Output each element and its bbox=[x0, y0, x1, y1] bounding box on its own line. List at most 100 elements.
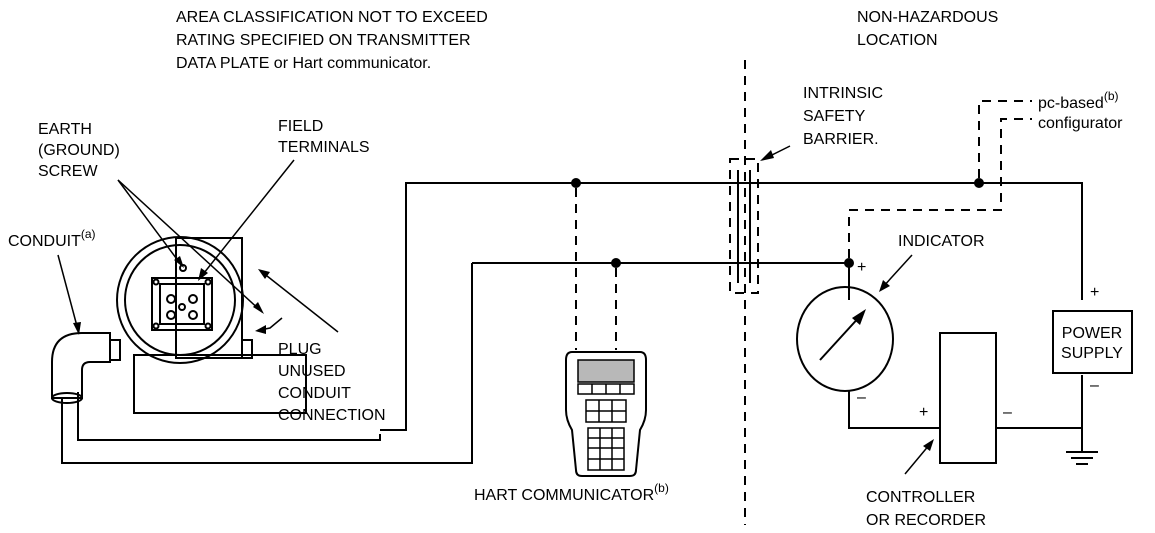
svg-text:HART COMMUNICATOR(b): HART COMMUNICATOR(b) bbox=[474, 481, 669, 504]
junction-dot bbox=[844, 258, 854, 268]
power-supply: POWER SUPPLY + – bbox=[1052, 284, 1133, 394]
terminal-plate bbox=[151, 277, 213, 331]
field-terminal-block bbox=[151, 264, 213, 331]
controller-arrow bbox=[904, 443, 931, 475]
plug-line-4: CONNECTION bbox=[278, 407, 386, 424]
indicator-controller-wire bbox=[848, 390, 940, 429]
plug-line-1: PLUG bbox=[278, 341, 322, 358]
indicator-plus: + bbox=[857, 259, 866, 276]
configurator-text: configurator bbox=[1038, 115, 1123, 132]
area-note-line-2: RATING SPECIFIED ON TRANSMITTER bbox=[176, 32, 471, 49]
plug-arrow-2 bbox=[261, 271, 339, 333]
junction-dot bbox=[571, 178, 581, 188]
transmitter-body bbox=[133, 354, 307, 414]
field-terminals-line-1: FIELD bbox=[278, 118, 323, 135]
non-hazardous-label: NON-HAZARDOUS LOCATION bbox=[857, 9, 998, 49]
hart-text: HART COMMUNICATOR bbox=[474, 487, 654, 504]
field-terminals-label: FIELD TERMINALS bbox=[278, 118, 370, 156]
mount-screw bbox=[152, 278, 160, 286]
terminal-screw bbox=[178, 303, 186, 311]
label-arrows bbox=[57, 159, 934, 475]
plug-line-2: UNUSED bbox=[278, 363, 346, 380]
power-supply-line-1: POWER bbox=[1062, 325, 1122, 342]
conduit-note: (a) bbox=[81, 227, 96, 241]
junction-dot bbox=[611, 258, 621, 268]
conduit-elbow-body bbox=[51, 332, 111, 399]
area-note-line-1: AREA CLASSIFICATION NOT TO EXCEED bbox=[176, 9, 488, 26]
transmitter-conduit-port bbox=[109, 339, 121, 361]
hart-body bbox=[565, 351, 647, 477]
power-supply-line-2: SUPPLY bbox=[1061, 345, 1123, 362]
hart-screen bbox=[577, 359, 635, 383]
pc-based-note: (b) bbox=[1104, 89, 1119, 103]
indicator-arrow bbox=[881, 254, 913, 289]
earth-screw-label: EARTH (GROUND) SCREW bbox=[38, 121, 120, 180]
conduit-return-wire-b bbox=[61, 263, 473, 464]
earth-arrowhead bbox=[174, 256, 184, 268]
controller-minus: – bbox=[1003, 404, 1012, 421]
transmitter-plug bbox=[241, 339, 253, 359]
controller-label: CONTROLLER OR RECORDER bbox=[866, 489, 986, 529]
power-plus: + bbox=[1090, 284, 1099, 301]
earth-arrow-2 bbox=[117, 179, 263, 313]
barrier-box bbox=[729, 158, 759, 294]
conduit-label: CONDUIT(a) bbox=[8, 227, 96, 250]
field-terminals-line-2: TERMINALS bbox=[278, 139, 370, 156]
controller-plus: + bbox=[919, 404, 928, 421]
earth-line-1: EARTH bbox=[38, 121, 92, 138]
wiring bbox=[61, 182, 1083, 464]
mount-screw bbox=[204, 322, 212, 330]
terminal-screw bbox=[166, 310, 176, 320]
svg-text:CONDUIT(a): CONDUIT(a) bbox=[8, 227, 96, 250]
controller-arrowhead bbox=[923, 439, 934, 451]
indicator-minus: – bbox=[857, 389, 866, 406]
conduit-arrowhead bbox=[73, 322, 81, 335]
terminal-screw bbox=[188, 294, 198, 304]
hart-keypad bbox=[587, 427, 625, 471]
mount-screw bbox=[152, 322, 160, 330]
terminal-screw bbox=[166, 294, 176, 304]
indicator-gauge bbox=[796, 286, 894, 392]
plug-arrowhead bbox=[255, 325, 266, 334]
hart-label: HART COMMUNICATOR(b) bbox=[474, 481, 669, 504]
indicator-arrowhead bbox=[879, 280, 890, 292]
power-supply-box bbox=[1052, 310, 1133, 374]
configurator-dashed-leads bbox=[848, 100, 1032, 258]
earth-line-3: SCREW bbox=[38, 163, 98, 180]
field-terminals-arrow bbox=[199, 159, 295, 279]
svg-text:pc-based(b): pc-based(b) bbox=[1038, 89, 1119, 112]
conduit-text: CONDUIT bbox=[8, 233, 81, 250]
pc-configurator-label: pc-based(b) configurator bbox=[1038, 89, 1123, 132]
plug-label: PLUG UNUSED CONDUIT CONNECTION bbox=[278, 341, 386, 424]
transmitter-housing bbox=[175, 237, 243, 359]
ground-icon bbox=[1066, 451, 1098, 465]
controller-box bbox=[939, 332, 997, 464]
intrinsic-line-2: SAFETY bbox=[803, 108, 866, 125]
hart-dashed-leads bbox=[575, 188, 617, 350]
controller-recorder: + – bbox=[919, 332, 1012, 464]
intrinsic-line-1: INTRINSIC bbox=[803, 85, 883, 102]
transmitter-cover-outer bbox=[116, 236, 244, 364]
mount-screw bbox=[204, 278, 212, 286]
pc-based-text: pc-based bbox=[1038, 95, 1104, 112]
conduit-opening bbox=[51, 392, 83, 404]
transmitter-cover-inner bbox=[124, 244, 236, 356]
top-loop-wire bbox=[380, 182, 1083, 431]
indicator: + – bbox=[796, 259, 894, 406]
area-classification-note: AREA CLASSIFICATION NOT TO EXCEED RATING… bbox=[176, 9, 488, 72]
field-terminals-arrowhead bbox=[198, 268, 208, 281]
terminal-screw bbox=[188, 310, 198, 320]
indicator-label: INDICATOR bbox=[898, 233, 985, 250]
conduit-arrow bbox=[57, 254, 79, 331]
indicator-needle bbox=[819, 313, 863, 361]
terminal-inner bbox=[159, 283, 205, 325]
power-minus: – bbox=[1090, 377, 1099, 394]
earth-arrow-1 bbox=[117, 179, 183, 267]
non-hazardous-line-2: LOCATION bbox=[857, 32, 938, 49]
non-hazardous-line-1: NON-HAZARDOUS bbox=[857, 9, 998, 26]
area-note-line-3: DATA PLATE or Hart communicator. bbox=[176, 55, 431, 72]
controller-line-2: OR RECORDER bbox=[866, 512, 986, 529]
hart-communicator bbox=[565, 351, 647, 477]
